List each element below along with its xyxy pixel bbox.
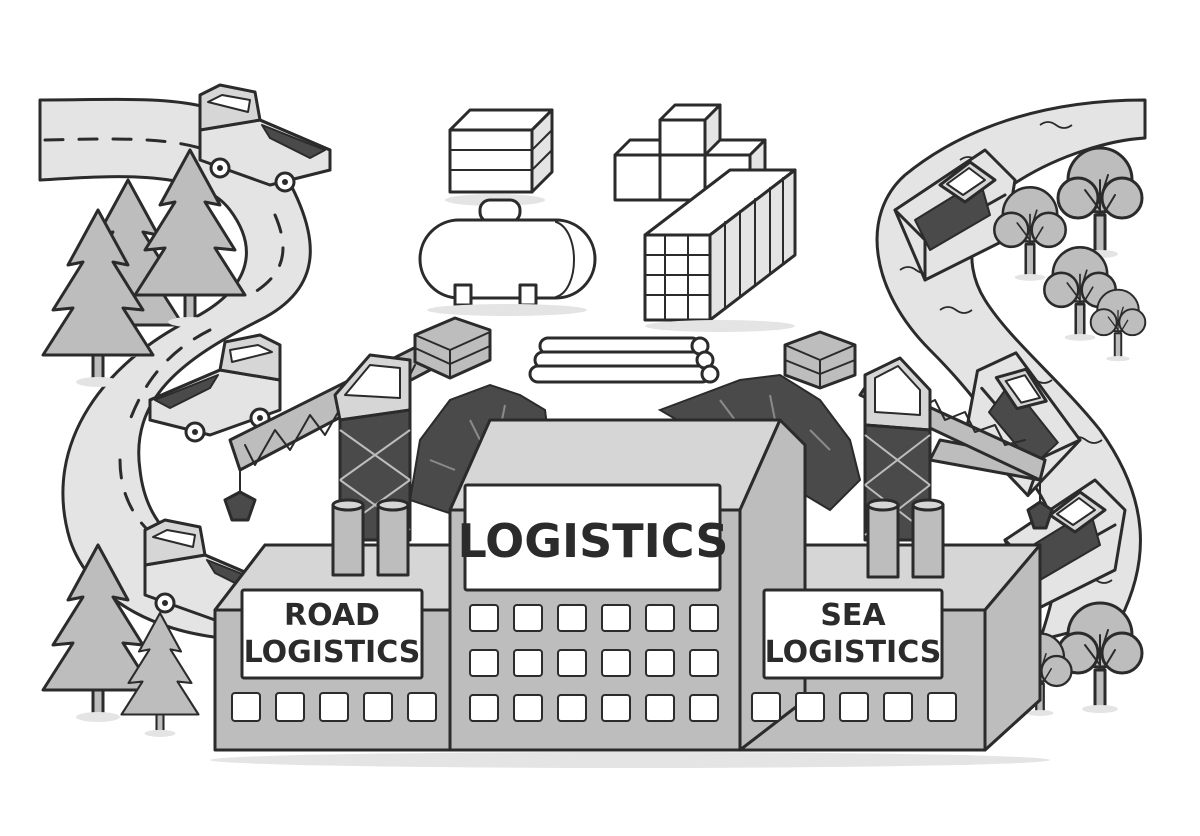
main-sign: LOGISTICS xyxy=(457,483,729,592)
cargo-icon xyxy=(445,108,554,206)
cargo-icon xyxy=(643,168,797,332)
main-sign-label: LOGISTICS xyxy=(457,514,728,568)
road-logistics-sign: ROAD LOGISTICS xyxy=(240,588,424,680)
road-sign-line-1: ROAD xyxy=(284,598,380,633)
sea-sign-line-2: LOGISTICS xyxy=(765,635,942,670)
tree-icon xyxy=(1056,601,1144,715)
sea-sign-line-1: SEA xyxy=(820,598,886,633)
ground-shadow xyxy=(210,752,1050,768)
cargo-icon xyxy=(528,336,720,384)
crane-icon xyxy=(223,316,1054,542)
tree-icon xyxy=(1056,146,1144,260)
cargo-icon xyxy=(418,198,597,316)
tree-icon xyxy=(1089,288,1147,363)
road-sign-line-2: LOGISTICS xyxy=(244,635,421,670)
truck-icon xyxy=(198,83,332,193)
sea-logistics-sign: SEA LOGISTICS xyxy=(762,588,944,680)
